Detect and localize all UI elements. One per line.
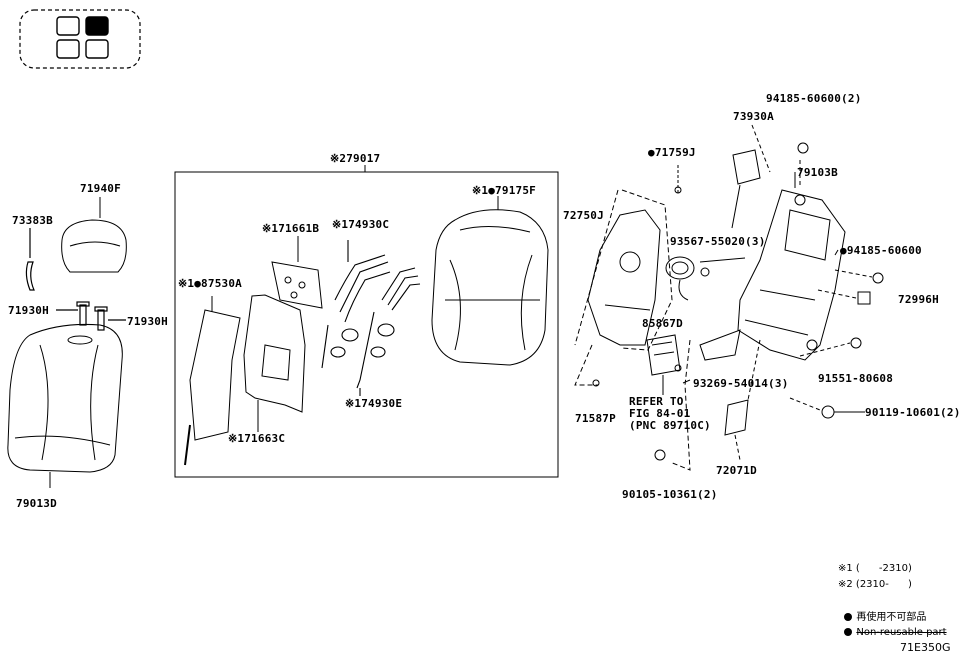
label-93269: 93269-54014(3) [693,377,789,390]
guides-71930H-drawing [56,301,126,331]
seat-back-pad-79175F-drawing [431,196,549,366]
seat-position-icon [19,9,141,69]
frame-79103B-drawing [699,142,846,361]
label-74930E: ※174930E [345,397,403,410]
bolt-91551-drawing [799,337,862,357]
frame-72750J-drawing [574,165,682,387]
label-refer-line1: REFER TO [629,395,684,408]
seat-back-cover-drawing [7,323,123,488]
bolt-94185-mid-drawing [834,269,884,284]
label-72071D: 72071D [716,464,757,477]
part-72071D-drawing [724,339,761,461]
label-71663C: ※171663C [228,432,286,445]
legend-note1: ※1 ( -2310) [838,563,912,574]
wire-74930E-drawing [356,267,421,396]
legend-en: Non-reusable part [838,612,947,640]
label-71661B: ※171661B [262,222,320,235]
label-72750J: 72750J [563,209,604,222]
wire-74930C-drawing [321,240,391,369]
label-79175F: ※1●79175F [472,184,536,197]
label-71930H-right: 71930H [127,315,168,328]
legend-jp: 再使用不可部品 [838,597,926,625]
label-79103B: 79103B [797,166,838,179]
legend-note2: ※2 (2310- ) [838,579,912,590]
label-85867D: 85867D [642,317,683,330]
label-94185-top: 94185-60600(2) [766,92,862,105]
heater-87530A-drawing [184,296,241,466]
bolt-90119-drawing [789,397,865,419]
figure-code: 71E350G [900,641,951,654]
label-79013D: 79013D [16,497,57,510]
label-72996H: 72996H [898,293,939,306]
label-71930H-left: 71930H [8,304,49,317]
label-91551: 91551-80608 [818,372,894,385]
headrest-drawing [61,197,127,273]
label-refer-line3: (PNC 89710C) [629,419,711,432]
filled-dot-icon [844,613,853,621]
label-79017: ※279017 [330,152,381,165]
legend-jp-text: 再使用不可部品 [856,612,927,623]
filled-dot-icon [844,628,853,636]
label-refer-line2: FIG 84-01 [629,407,691,420]
leader-lines [682,172,839,384]
ecu-box-drawing [646,334,691,471]
pad-71663C-drawing [243,294,306,432]
label-90105: 90105-10361(2) [622,488,718,501]
label-94185-mid: ●94185-60600 [840,244,922,257]
legend-en-text: Non-reusable part [856,627,947,638]
label-93567: 93567-55020(3) [670,235,766,248]
part-73930A-drawing [731,124,771,229]
pad-71661B-drawing [271,236,323,309]
label-73930A: 73930A [733,110,774,123]
label-90119: 90119-10601(2) [865,406,960,419]
clip-72996H-drawing [817,289,871,305]
label-71759J: ●71759J [648,146,696,159]
label-71940F: 71940F [80,182,121,195]
group-box-79017 [174,165,559,478]
label-74930C: ※174930C [332,218,390,231]
label-87530A: ※1●87530A [178,277,242,290]
pin-73383B-drawing [25,228,35,291]
speaker-85867D-drawing [665,256,710,301]
label-73383B: 73383B [12,214,53,227]
label-71587P: 71587P [575,412,616,425]
